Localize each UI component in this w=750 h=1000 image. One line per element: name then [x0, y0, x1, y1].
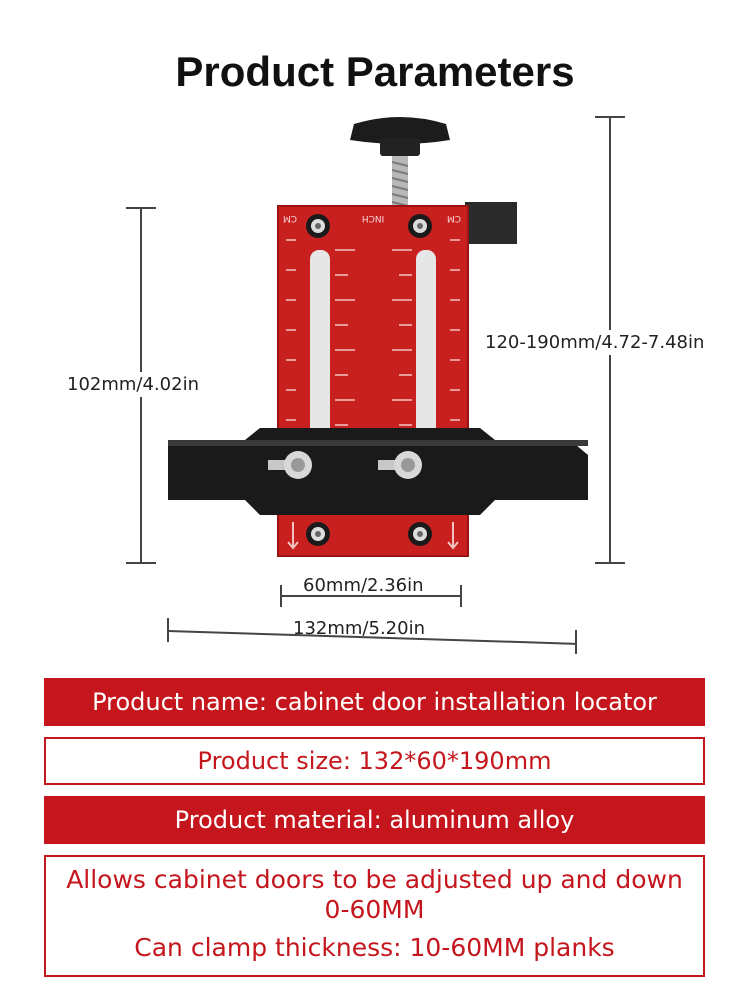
feature-clamp-text: Can clamp thickness: 10-60MM planks [134, 933, 615, 962]
total-width-label: 132mm/5.20in [293, 618, 425, 639]
clamp-bar [168, 428, 588, 515]
height-total-label: 120-190mm/4.72-7.48in [485, 330, 705, 355]
thumb-screw-icon [268, 451, 422, 479]
cm-label-left: CM [283, 213, 297, 223]
inch-label: INCH [362, 213, 384, 223]
knob-icon [350, 117, 450, 144]
product-material-text: Product material: aluminum alloy [174, 806, 575, 834]
inner-width-label: 60mm/2.36in [303, 575, 424, 596]
product-size-box: Product size: 132*60*190mm [44, 737, 705, 785]
product-size-text: Product size: 132*60*190mm [197, 747, 552, 775]
page-title: Product Parameters [175, 48, 575, 95]
inner-width-dimension-line [280, 595, 462, 597]
bottom-screw-icon [306, 522, 432, 546]
cm-label-right: CM [447, 213, 461, 223]
features-box: Allows cabinet doors to be adjusted up a… [44, 855, 705, 977]
height-body-label: 102mm/4.02in [67, 372, 199, 397]
down-arrow-icon [287, 522, 459, 550]
product-name-box: Product name: cabinet door installation … [44, 678, 705, 726]
product-image: INCH CM CM [168, 117, 588, 557]
screw-icon [306, 214, 432, 238]
product-name-text: Product name: cabinet door installation … [92, 688, 657, 716]
product-material-box: Product material: aluminum alloy [44, 796, 705, 844]
feature-adjust-text: Allows cabinet doors to be adjusted up a… [66, 865, 683, 924]
